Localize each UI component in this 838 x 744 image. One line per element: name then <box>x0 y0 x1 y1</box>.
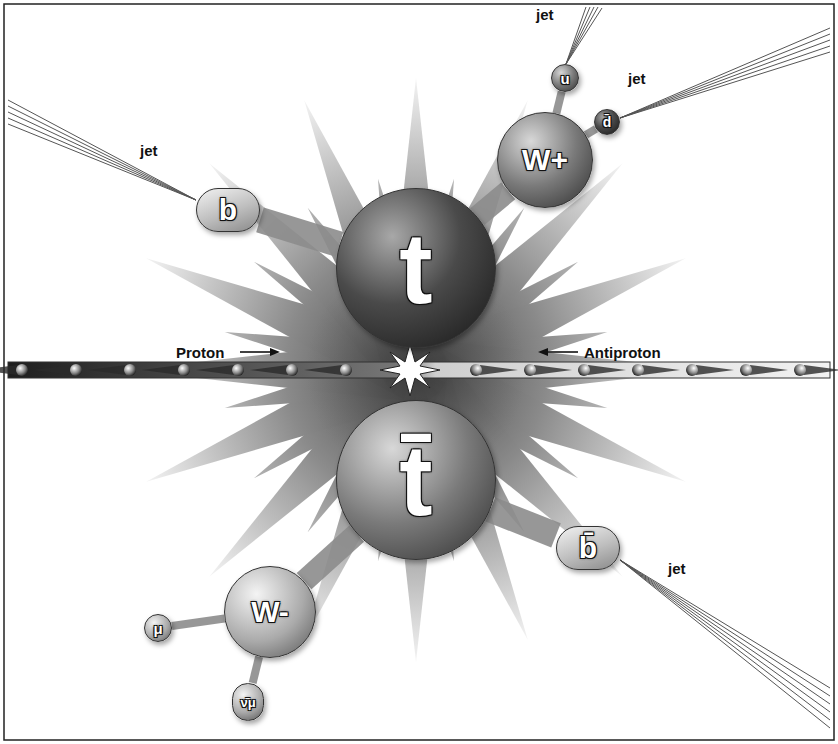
jet-label: jet <box>536 6 554 23</box>
collision-flash <box>380 344 440 396</box>
particle-symbol: d̄ <box>603 115 612 129</box>
decay-link <box>556 92 561 114</box>
decay-link <box>304 534 357 581</box>
direction-arrows <box>240 348 578 356</box>
particle-symbol: t <box>399 218 432 318</box>
w-boson: W+ <box>497 112 593 208</box>
particle-symbol: b̄ <box>579 533 597 563</box>
muon: μ <box>144 614 172 642</box>
top-quark: t <box>336 188 496 348</box>
up-quark: u <box>551 64 579 92</box>
label-text: Antiproton <box>584 344 661 361</box>
particle-symbol: W- <box>251 597 289 627</box>
label-text: Proton <box>176 344 224 361</box>
label-text: jet <box>140 142 158 159</box>
jet-label: jet <box>628 70 646 87</box>
anti-bottom-quark: b̄ <box>556 526 620 570</box>
jet-label: jet <box>140 142 158 159</box>
anti-neutrino: ν̄μ <box>232 683 263 721</box>
label-text: jet <box>536 6 554 23</box>
particle-symbol: b <box>219 195 237 225</box>
particle-symbol: u <box>560 71 569 86</box>
jet-label: jet <box>668 560 686 577</box>
frame <box>4 4 834 740</box>
beam-label: Antiproton <box>584 344 661 361</box>
particle-symbol: W+ <box>522 145 568 175</box>
label-text: jet <box>668 560 686 577</box>
particle-symbol: μ <box>153 621 162 636</box>
bottom-quark: b <box>196 188 260 232</box>
anti-top-quark: t̄ <box>336 400 496 560</box>
particle-symbol: t̄ <box>399 430 432 530</box>
starburst <box>124 78 708 662</box>
decay-link <box>260 220 340 245</box>
decay-link <box>586 129 596 135</box>
anti-down-quark: d̄ <box>594 109 620 135</box>
w-boson: W- <box>224 566 316 658</box>
decay-link <box>490 509 556 535</box>
beam-label: Proton <box>176 344 224 361</box>
jet-fans <box>8 7 830 728</box>
label-text: jet <box>628 70 646 87</box>
decay-link <box>253 657 259 683</box>
decay-link <box>172 619 225 627</box>
decay-link <box>477 191 508 217</box>
particle-symbol: ν̄μ <box>240 696 255 709</box>
